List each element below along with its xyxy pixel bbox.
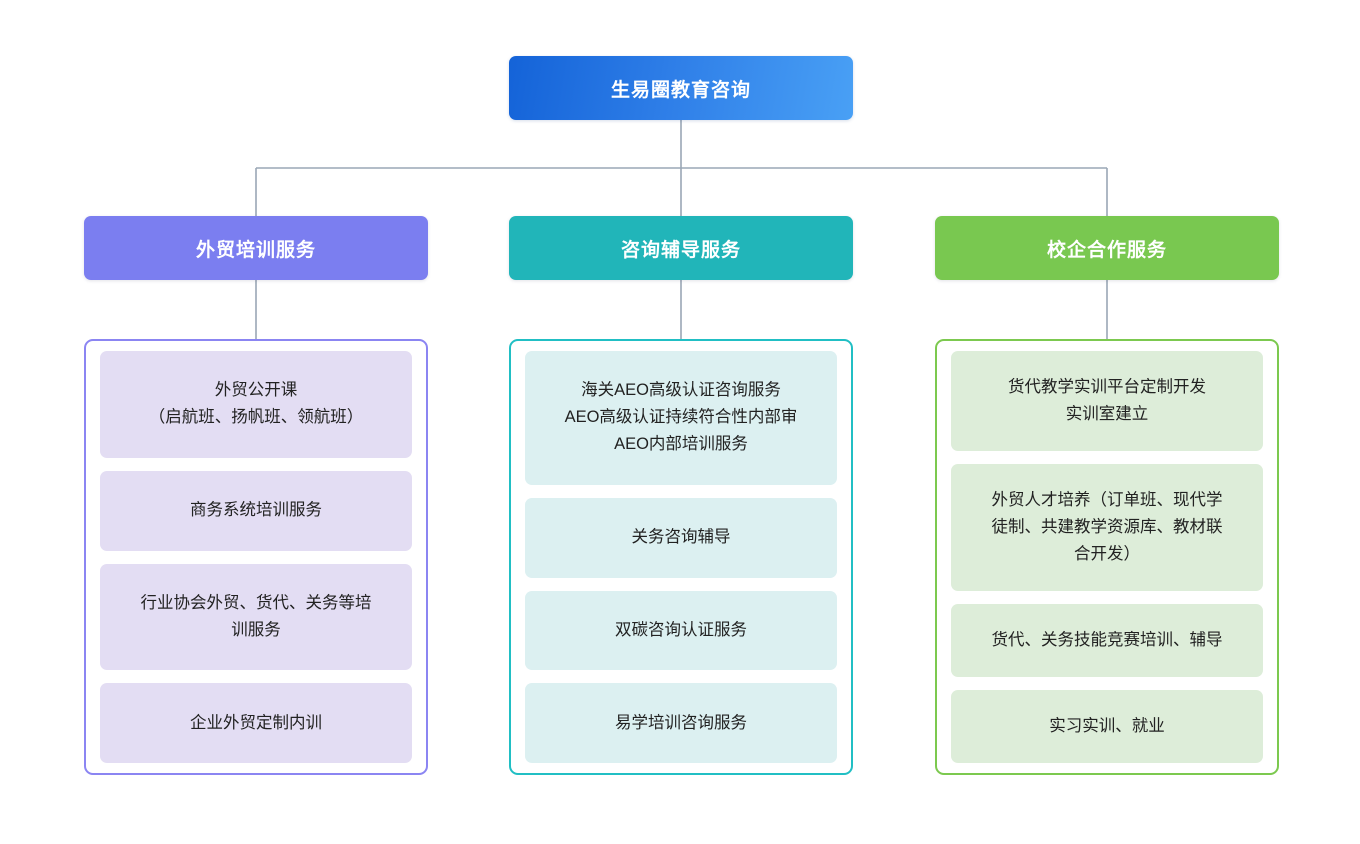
item-container-wmpx: 外贸公开课 （启航班、扬帆班、领航班） 商务系统培训服务行业协会外贸、货代、关务等培… [84,339,428,775]
service-item-line: 货代、关务技能竞赛培训、辅导 [991,631,1223,649]
service-item-text: 易学培训咨询服务 [615,710,747,737]
service-item-line: 训服务 [231,620,281,639]
service-item-text: 企业外贸定制内训 [190,710,322,737]
service-item-line: 实习实训、就业 [1049,717,1165,735]
item-container-zxfd: 海关AEO高级认证咨询服务 AEO高级认证持续符合性内部审 AEO内部培训服务关务咨… [509,339,853,775]
service-item-line: 实训室建立 [1065,405,1149,423]
service-item-text: 海关AEO高级认证咨询服务 AEO高级认证持续符合性内部审 AEO内部培训服务 [565,377,798,458]
service-item-line: 徒制、共建教学资源库、教材联 [991,518,1223,536]
root-node[interactable]: 生易圈教育咨询 [509,56,853,120]
service-item-text: 双碳咨询认证服务 [615,617,747,644]
service-item-card[interactable]: 外贸人才培养（订单班、现代学徒制、共建教学资源库、教材联合开发） [951,464,1263,591]
service-item-text: 实习实训、就业 [1049,713,1165,740]
service-item-line: 双碳咨询认证服务 [615,620,747,639]
service-item-card[interactable]: 货代教学实训平台定制开发实训室建立 [951,351,1263,451]
service-item-text: 外贸公开课 （启航班、扬帆班、领航班） [149,377,364,431]
category-header-label: 咨询辅导服务 [620,239,741,261]
service-item-card[interactable]: 易学培训咨询服务 [525,683,837,763]
service-item-line: 关务咨询辅导 [631,528,731,547]
category-header-zxfd[interactable]: 咨询辅导服务 [509,216,853,280]
service-item-card[interactable]: 企业外贸定制内训 [100,683,412,763]
root-node-label: 生易圈教育咨询 [610,79,751,101]
item-container-xqhz: 货代教学实训平台定制开发实训室建立外贸人才培养（订单班、现代学徒制、共建教学资源… [935,339,1279,775]
service-item-line: 外贸人才培养（订单班、现代学 [991,491,1223,509]
service-item-line: AEO高级认证持续符合性内部审 [564,408,798,427]
service-item-card[interactable]: 实习实训、就业 [951,690,1263,763]
service-item-line: 企业外贸定制内训 [190,713,322,732]
service-item-text: 外贸人才培养（订单班、现代学徒制、共建教学资源库、教材联合开发） [992,487,1223,568]
service-item-text: 关务咨询辅导 [632,524,731,551]
service-item-text: 商务系统培训服务 [190,497,322,524]
service-item-card[interactable]: 行业协会外贸、货代、关务等培训服务 [100,563,412,671]
service-item-line: 合开发） [1074,545,1140,563]
service-item-card[interactable]: 货代、关务技能竞赛培训、辅导 [951,604,1263,677]
service-item-line: AEO内部培训服务 [614,435,748,454]
service-item-line: 易学培训咨询服务 [615,713,747,732]
service-item-text: 行业协会外贸、货代、关务等培训服务 [141,590,372,644]
service-item-line: 外贸公开课 [214,381,298,400]
service-item-card[interactable]: 海关AEO高级认证咨询服务 AEO高级认证持续符合性内部审 AEO内部培训服务 [525,351,837,485]
category-header-xqhz[interactable]: 校企合作服务 [935,216,1279,280]
service-item-card[interactable]: 关务咨询辅导 [525,497,837,578]
category-header-label: 外贸培训服务 [195,239,316,261]
service-item-line: 商务系统培训服务 [190,501,322,520]
service-item-card[interactable]: 外贸公开课 （启航班、扬帆班、领航班） [100,351,412,458]
service-item-line: 海关AEO高级认证咨询服务 [581,381,781,400]
service-item-card[interactable]: 双碳咨询认证服务 [525,590,837,671]
service-item-card[interactable]: 商务系统培训服务 [100,470,412,551]
service-item-line: （启航班、扬帆班、领航班） [148,408,364,427]
service-item-text: 货代、关务技能竞赛培训、辅导 [992,627,1223,654]
service-item-line: 行业协会外贸、货代、关务等培 [140,593,372,612]
service-item-text: 货代教学实训平台定制开发实训室建立 [1008,374,1206,428]
category-header-wmpx[interactable]: 外贸培训服务 [84,216,428,280]
category-header-label: 校企合作服务 [1046,239,1167,261]
service-item-line: 货代教学实训平台定制开发 [1008,378,1206,396]
